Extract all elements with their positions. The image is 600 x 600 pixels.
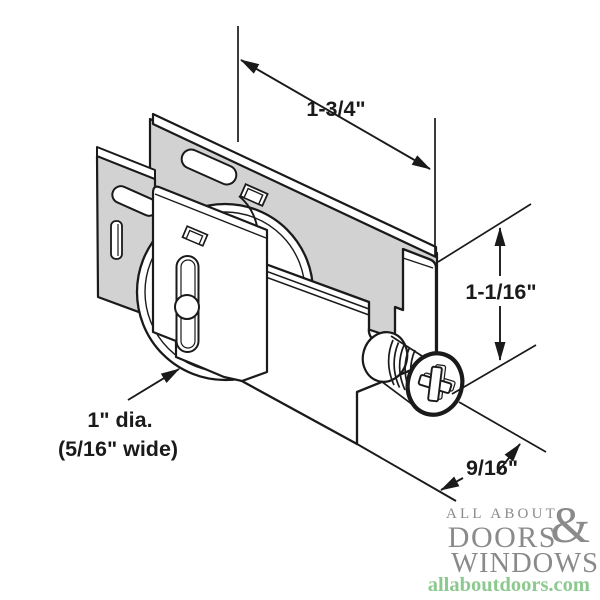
roller-callout: 1" dia. (5/16" wide) [58,368,180,461]
dimension-arrow [240,59,431,170]
extension-line [458,401,547,453]
side-plate-small-slot [110,220,123,260]
dimension-arrow [440,476,464,491]
roller-diameter-label: 1" dia. [87,408,152,432]
top-mounting-plate [151,112,438,259]
extension-line [356,443,457,502]
callout-arrow [127,368,180,401]
dimension-arrow [496,443,521,474]
screw-boss [361,331,409,383]
dimension-depth: 9/16" [356,401,547,502]
top-plate-slot [180,148,238,186]
extension-line [437,203,532,263]
dimension-width: 1-3/4" [237,26,436,256]
bracket-tab-hole [181,225,209,247]
depth-dimension-label: 9/16" [466,456,518,480]
adjustment-bracket [151,185,269,383]
top-plate-tab-hole [239,182,269,208]
phillips-cross-recess [417,364,456,403]
roller-width-label: (5/16" wide) [58,437,178,461]
dimension-height: 1-1/16" [437,203,537,395]
adjustment-screw [361,331,465,417]
width-dimension-label: 1-3/4" [306,97,365,121]
height-dimension-label: 1-1/16" [465,280,536,304]
bracket-pivot-pin [174,294,200,320]
extension-line [451,344,537,395]
